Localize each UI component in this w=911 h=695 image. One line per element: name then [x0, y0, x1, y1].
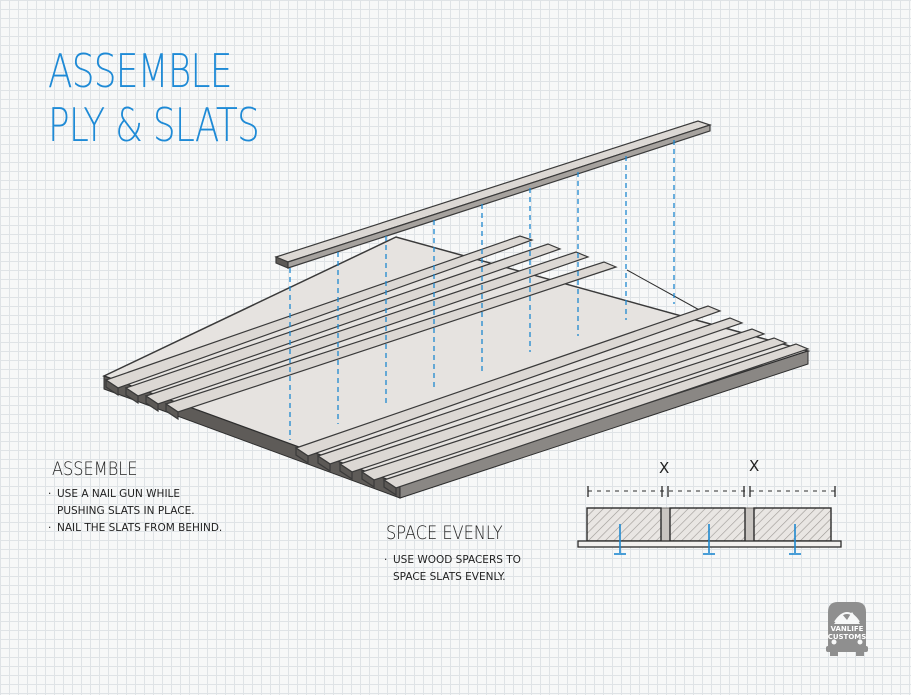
vanlife-customs-logo: VANLIFE CUSTOMS	[822, 598, 872, 656]
nail-alignment-guides	[289, 140, 675, 440]
spacing-label-1: X	[659, 459, 670, 477]
space-evenly-note-1: USE WOOD SPACERS TO SPACE SLATS EVENLY.	[384, 552, 544, 586]
back-slat-group	[104, 235, 618, 421]
title-line-1: ASSEMBLE	[48, 44, 232, 98]
front-slat-group	[294, 305, 810, 497]
spacing-detail	[577, 486, 842, 555]
logo-line-1: VANLIFE	[830, 625, 864, 633]
title-line-2: PLY & SLATS	[48, 98, 260, 152]
assemble-heading: ASSEMBLE	[52, 458, 138, 480]
van-icon	[826, 602, 868, 656]
spacing-label-2: X	[749, 457, 760, 475]
space-evenly-notes: USE WOOD SPACERS TO SPACE SLATS EVENLY.	[384, 552, 544, 586]
logo-text: VANLIFE CUSTOMS	[822, 625, 872, 641]
assemble-note-2: NAIL THE SLATS FROM BEHIND.	[48, 520, 230, 537]
assemble-note-1: USE A NAIL GUN WHILE PUSHING SLATS IN PL…	[48, 486, 230, 520]
page-title: ASSEMBLE PLY & SLATS	[48, 44, 260, 152]
logo-line-2: CUSTOMS	[827, 633, 867, 641]
floating-slat	[274, 120, 712, 269]
assemble-notes: USE A NAIL GUN WHILE PUSHING SLATS IN PL…	[48, 486, 230, 537]
space-evenly-heading: SPACE EVENLY	[386, 522, 503, 544]
